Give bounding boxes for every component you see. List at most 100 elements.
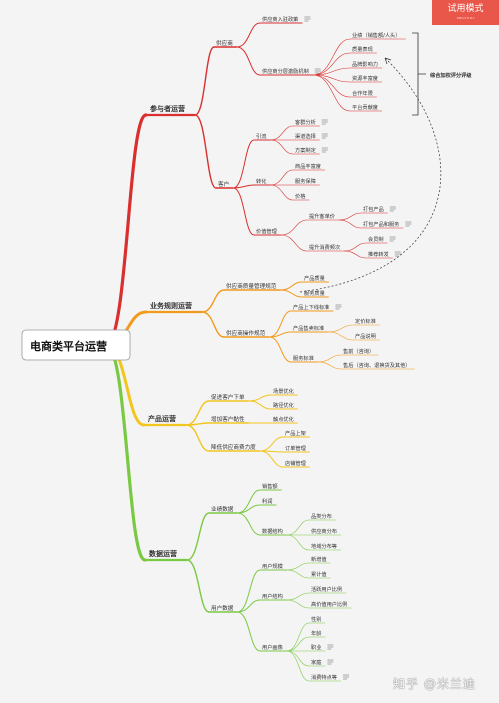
- node-3-1-2-4: 消费特点等: [311, 673, 337, 681]
- branch-line: [236, 611, 261, 652]
- root-node-box: [21, 329, 131, 361]
- branch-2-label: 产品运营: [148, 414, 176, 423]
- branch-line: [286, 592, 310, 601]
- branch-line: [280, 234, 308, 252]
- node-3-1-2-2: 职业: [311, 643, 321, 651]
- branch-line: [317, 354, 342, 363]
- branch-line: [338, 219, 362, 229]
- branch-line: [286, 622, 310, 652]
- node-0-1-1-1: 服务保障: [295, 177, 316, 185]
- node-0-1-2-1-0: 会员制: [368, 235, 384, 243]
- branch-line: [312, 74, 351, 112]
- branch-line: [236, 599, 261, 613]
- node-0-0-0: 供应商入驻政策: [262, 15, 299, 23]
- trial-mode-badge[interactable]: 试用模式 XMind 8 Pro: [432, 0, 499, 25]
- note-icon: [321, 119, 328, 125]
- branch-line: [286, 650, 310, 682]
- branch-line: [270, 184, 294, 201]
- branch-line: [286, 636, 310, 652]
- branch-line: [286, 519, 310, 536]
- node-0-0-1-4: 合作年限: [352, 89, 373, 97]
- branch-line: [201, 289, 225, 313]
- node-3-1-0-0: 新增值: [311, 555, 327, 563]
- note-icon: [335, 304, 342, 310]
- node-1-0-1: 服务质量: [304, 289, 325, 297]
- node-3-1-1: 用户结构: [262, 592, 283, 600]
- node-3-1-0: 用户规模: [262, 562, 283, 570]
- node-2-0-0: 场景优化: [273, 387, 294, 395]
- node-0-0-1-3: 资源丰富度: [352, 74, 378, 82]
- note-icon: [321, 147, 328, 153]
- root-node-label: 电商类平台运营: [30, 339, 107, 353]
- node-3-0-2: 数据结构: [262, 527, 283, 535]
- node-3-1-2-3: 家庭: [311, 658, 321, 666]
- summary-bracket: [412, 32, 426, 116]
- node-0-1-2-1: 提升消费频次: [309, 243, 340, 251]
- note-icon: [405, 221, 412, 227]
- node-3-0: 业绩数据: [211, 505, 234, 513]
- node-1-1: 供应商操作规范: [226, 329, 266, 337]
- node-3-1-1-1: 高价值用户比例: [311, 600, 347, 608]
- node-3-1: 用户数据: [211, 604, 234, 612]
- node-2-2: 降低供应商费力度: [211, 443, 256, 451]
- node-3-0-2-0: 品类分布: [311, 512, 332, 520]
- node-2-2-1: 订单管理: [285, 444, 307, 452]
- node-0-1-2-0-1: 打包产品和服务: [363, 220, 399, 228]
- branch-line: [248, 394, 272, 402]
- node-1-1-1: 产品售卖标准: [293, 324, 324, 332]
- note-icon: [389, 206, 396, 212]
- branch-line: [286, 562, 310, 571]
- node-3-1-2: 用户画像: [262, 643, 284, 651]
- node-2-2-2: 店铺管理: [285, 459, 307, 467]
- node-2-0: 促进客户下单: [211, 393, 245, 401]
- node-0-1-0: 引流: [256, 132, 266, 140]
- branch-line: [327, 331, 354, 341]
- branch-line: [186, 512, 210, 561]
- trunk-red: [104, 113, 148, 347]
- branch-line: [286, 534, 310, 551]
- node-1-1-2-0: 售前（咨询）: [343, 347, 374, 355]
- branch-line: [185, 400, 210, 426]
- branch-line: [236, 504, 261, 514]
- node-0-0-1-0: 业绩（销售额/人头）: [352, 31, 400, 39]
- branch-line: [270, 125, 294, 141]
- dependency-arrow: [299, 57, 442, 293]
- node-3-1-2-0: 性别: [311, 615, 321, 623]
- node-3-0-2-1: 供应商分布: [311, 527, 337, 535]
- node-2-1: 增加客户黏性: [211, 415, 245, 423]
- node-0-0-1-5: 平台贡献度: [352, 103, 378, 111]
- node-0-0-1-2: 品牌影响力: [352, 60, 378, 68]
- branch-line: [279, 281, 303, 291]
- node-3-0-0: 销售额: [262, 482, 278, 490]
- zhihu-watermark: 知乎 @米兰迪: [393, 677, 476, 691]
- node-3-1-2-1: 年龄: [311, 629, 322, 637]
- branch-line: [338, 212, 362, 221]
- node-0-1: 客户: [218, 180, 229, 188]
- branch-line: [268, 336, 292, 363]
- branch-line: [268, 331, 292, 338]
- node-0-1-2-1-1: 推荐转发: [368, 250, 389, 258]
- branch-line: [232, 139, 255, 189]
- node-3-0-1: 利润: [262, 497, 272, 505]
- branch-line: [236, 512, 261, 536]
- branch-line: [327, 324, 354, 333]
- branch-line: [185, 424, 210, 452]
- node-0-1-1: 转化: [256, 177, 266, 185]
- branch-line: [236, 22, 261, 48]
- note-icon: [343, 674, 349, 680]
- branch-line: [194, 114, 217, 189]
- node-0-1-0-2: 方案制定: [295, 146, 316, 154]
- node-1-1-0: 产品上下线标准: [293, 303, 329, 311]
- summary-label: 综合加权评分评级: [430, 71, 472, 79]
- branch-0-label: 参与者运营: [150, 104, 185, 113]
- node-0-1-2: 价值管理: [256, 227, 278, 235]
- node-0-0-1-1: 质量表现: [352, 45, 373, 53]
- node-3-0-2-2: 地域分布等: [311, 542, 337, 550]
- branch-line: [248, 400, 272, 410]
- branch-line: [259, 450, 284, 468]
- node-0-1-2-0-0: 打包产品: [363, 205, 384, 213]
- node-0-1-1-2: 价格: [295, 192, 306, 200]
- node-0-1-1-0: 商品丰富度: [295, 162, 321, 170]
- branch-line: [186, 559, 210, 613]
